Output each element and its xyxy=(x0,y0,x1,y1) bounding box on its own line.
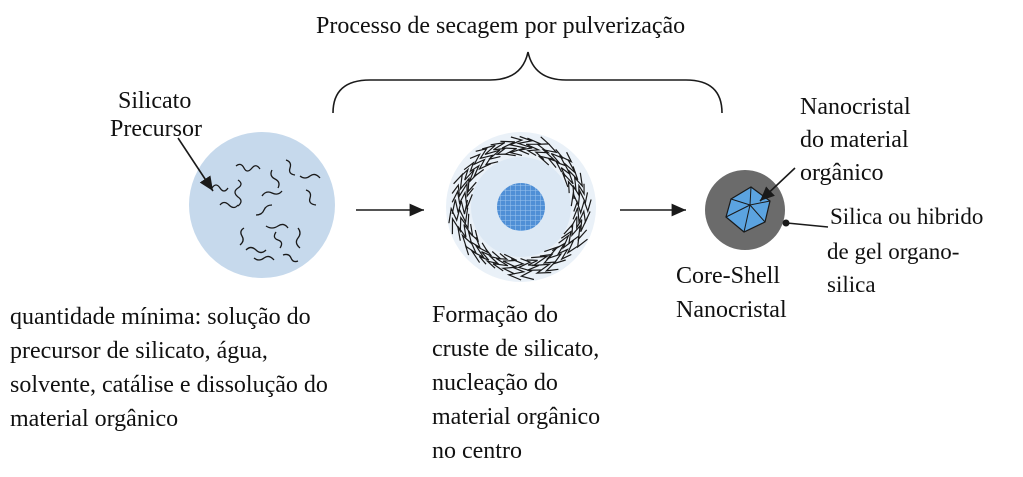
precursor-label-line-2: Precursor xyxy=(110,116,202,142)
nanocrystal-label-line-3: orgânico xyxy=(800,160,884,186)
crust-chain xyxy=(560,230,588,249)
crust-chain xyxy=(470,242,490,263)
crust-chain xyxy=(551,242,572,261)
crust-chain xyxy=(531,255,552,274)
crust-chain xyxy=(481,144,501,160)
crust-chain xyxy=(572,183,585,200)
crust-chain xyxy=(570,188,589,208)
step1-caption-line-1: quantidade mínima: solução do xyxy=(10,304,311,330)
shell-label-line-3: silica xyxy=(827,272,876,297)
shell-label-line-2: de gel organo- xyxy=(827,239,960,264)
crust-chain xyxy=(461,229,480,249)
crust-chain xyxy=(485,251,502,269)
nanocrystal-core xyxy=(725,186,771,233)
process-brace xyxy=(332,51,723,114)
crust-chain xyxy=(517,258,535,281)
nanocrystal-pointer xyxy=(759,167,796,202)
crust-chain xyxy=(448,206,469,224)
crust-chain xyxy=(538,143,558,166)
crust-chain xyxy=(460,167,478,183)
process-title: Processo de secagem por pulverização xyxy=(316,13,686,39)
step1-caption-line-3: solvente, catálise e dissolução do xyxy=(10,372,328,398)
silicate-chains xyxy=(211,159,321,263)
crust-chain xyxy=(478,248,492,265)
crust-chain xyxy=(500,140,517,157)
step2-caption-line-4: material orgânico xyxy=(432,404,601,430)
crust-chain xyxy=(451,213,470,235)
crust-chain xyxy=(490,142,508,156)
step2-caption-line-5: no centro xyxy=(432,438,522,464)
crust-chain xyxy=(544,245,566,265)
crust-chain xyxy=(555,151,573,173)
crust-chain xyxy=(539,253,559,272)
step2-caption-line-2: cruste de silicato, xyxy=(432,336,600,362)
shell-label-line-1: Silica ou hibrido xyxy=(830,204,984,229)
silicate-crust xyxy=(448,135,592,281)
step2-caption-line-3: nucleação do xyxy=(432,370,558,396)
step2-caption-line-1: Formação do xyxy=(432,302,558,328)
crust-chain xyxy=(508,136,528,156)
crust-chain xyxy=(451,189,473,210)
crust-chain xyxy=(506,258,526,281)
crust-chain xyxy=(570,216,588,233)
crust-chain xyxy=(492,252,509,272)
crust-chain xyxy=(534,136,551,161)
nanocrystal-label-line-2: do material xyxy=(800,127,909,153)
shell-pointer-dot xyxy=(782,219,790,227)
crust-chain xyxy=(561,166,579,188)
step1-caption-line-2: precursor de silicato, água, xyxy=(10,338,268,364)
precursor-droplet xyxy=(189,132,335,278)
organic-nucleus xyxy=(497,183,545,231)
crust-chain xyxy=(567,172,584,194)
crust-chain xyxy=(563,222,588,242)
core-shell-label-line-1: Core-Shell xyxy=(676,263,780,289)
crust-chain xyxy=(451,181,474,198)
nanocrystal-label-line-1: Nanocristal xyxy=(800,94,911,120)
precursor-pointer xyxy=(177,137,214,192)
crust-chain xyxy=(573,199,592,215)
crust-chain xyxy=(451,199,469,215)
crust-chain xyxy=(558,233,578,255)
precursor-label-line-1: Silicato xyxy=(118,88,192,114)
core-shell-label-line-2: Nanocristal xyxy=(676,297,787,323)
crust-chain xyxy=(463,161,485,179)
crust-chain xyxy=(516,135,534,155)
crust-chain xyxy=(525,137,542,157)
step1-caption-line-4: material orgânico xyxy=(10,406,179,432)
crust-chain xyxy=(500,253,519,275)
crust-chain xyxy=(475,147,499,166)
crust-chain xyxy=(469,153,492,171)
crust-chain xyxy=(453,172,477,194)
shell-pointer-line xyxy=(786,222,829,228)
